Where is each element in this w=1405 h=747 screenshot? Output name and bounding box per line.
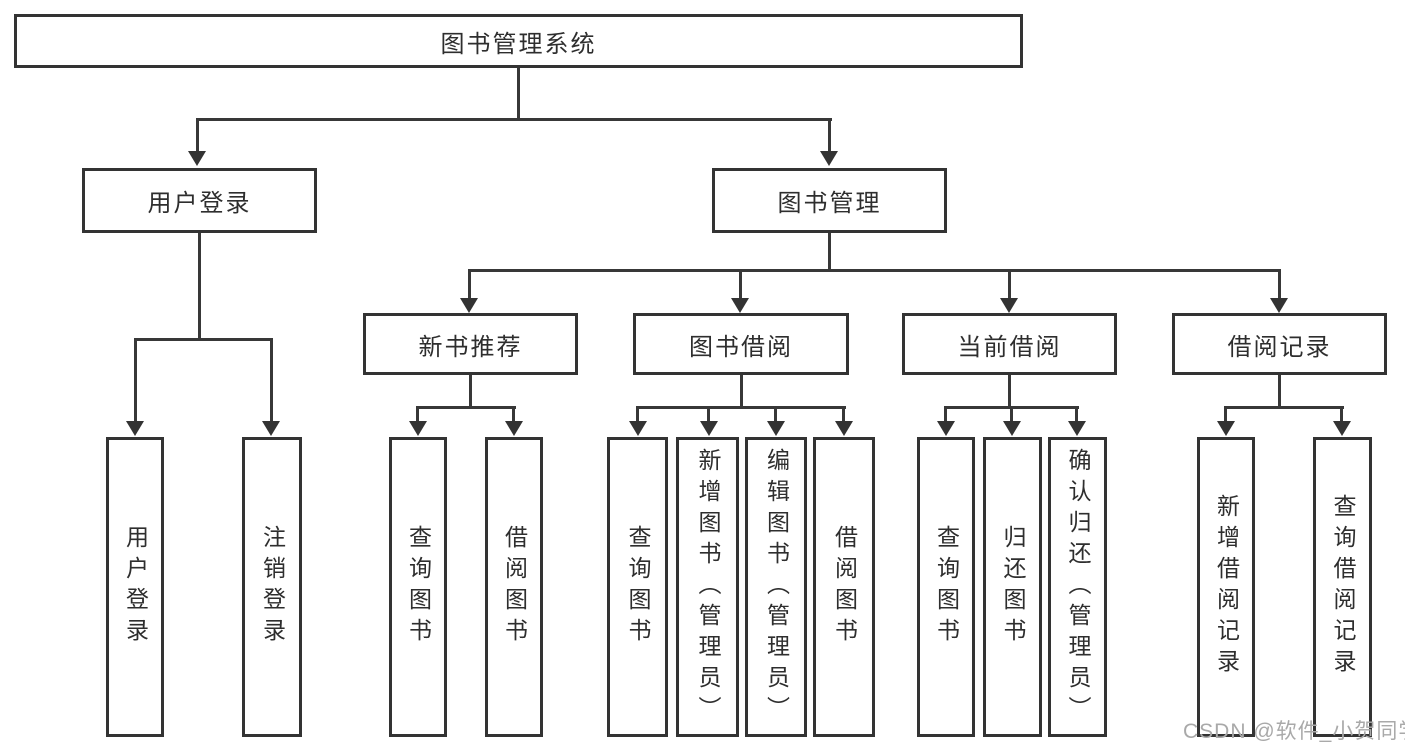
leaf-edit-book-admin: 编辑图书（管理员）	[745, 437, 807, 737]
csdn-watermark: CSDN @软件_小贺同学	[1183, 720, 1405, 743]
connector-line	[636, 406, 846, 409]
arrow-down-icon	[188, 151, 206, 166]
leaf-label: 注销登录	[259, 525, 286, 649]
leaf-query-books-current: 查询图书	[917, 437, 975, 737]
leaf-return-books: 归还图书	[983, 437, 1042, 737]
leaf-label: 查询图书	[405, 525, 432, 649]
connector-line	[739, 272, 742, 299]
arrow-down-icon	[731, 298, 749, 313]
connector-line	[740, 375, 743, 409]
node-book-management: 图书管理	[712, 168, 947, 233]
leaf-label: 编辑图书（管理员）	[763, 447, 790, 727]
node-library-system: 图书管理系统	[14, 14, 1023, 68]
node-label: 图书借阅	[689, 333, 793, 361]
connector-line	[1075, 409, 1078, 422]
leaf-label: 查询借阅记录	[1330, 494, 1356, 680]
arrow-down-icon	[409, 421, 427, 436]
leaf-query-books-borrowing: 查询图书	[607, 437, 668, 737]
leaf-label: 查询图书	[933, 525, 960, 649]
connector-line	[1224, 409, 1227, 422]
connector-line	[842, 409, 845, 422]
leaf-label: 查询图书	[625, 525, 651, 649]
connector-line	[270, 341, 273, 422]
node-label: 新书推荐	[418, 333, 523, 361]
leaf-borrow-books: 借阅图书	[813, 437, 875, 737]
arrow-down-icon	[700, 421, 718, 436]
connector-line	[1008, 375, 1011, 409]
node-label: 当前借阅	[957, 333, 1062, 361]
arrow-down-icon	[1217, 421, 1235, 436]
node-label: 图书管理系统	[440, 30, 597, 58]
connector-line	[416, 406, 516, 409]
leaf-query-books-recommend: 查询图书	[389, 437, 447, 737]
node-label: 图书管理	[777, 190, 882, 217]
connector-line	[1008, 272, 1011, 299]
leaf-user-login: 用户登录	[106, 437, 164, 737]
connector-line	[134, 341, 137, 422]
arrow-down-icon	[262, 421, 280, 436]
connector-line	[1278, 272, 1281, 299]
node-borrow-records: 借阅记录	[1172, 313, 1387, 375]
arrow-down-icon	[1000, 298, 1018, 313]
connector-line	[468, 269, 1281, 272]
connector-line	[416, 409, 419, 422]
arrow-down-icon	[126, 421, 144, 436]
node-user-login: 用户登录	[82, 168, 317, 233]
leaf-query-borrow-record: 查询借阅记录	[1313, 437, 1372, 737]
connector-line	[469, 375, 472, 409]
leaf-label: 借阅图书	[831, 525, 858, 649]
connector-line	[636, 409, 639, 422]
connector-line	[828, 233, 831, 272]
node-label: 用户登录	[147, 190, 252, 217]
connector-line	[196, 121, 199, 152]
leaf-borrow-books-recommend: 借阅图书	[485, 437, 543, 737]
leaf-label: 新增图书（管理员）	[695, 447, 721, 727]
connector-line	[512, 409, 515, 422]
arrow-down-icon	[820, 151, 838, 166]
arrow-down-icon	[460, 298, 478, 313]
leaf-label: 确认归还（管理员）	[1065, 447, 1091, 727]
node-book-borrowing: 图书借阅	[633, 313, 849, 375]
connector-line	[944, 406, 1079, 409]
connector-line	[517, 68, 520, 121]
node-new-book-recommend: 新书推荐	[363, 313, 578, 375]
connector-line	[1278, 375, 1281, 409]
connector-line	[468, 272, 471, 299]
connector-line	[1224, 406, 1344, 409]
connector-line	[944, 409, 947, 422]
connector-line	[1340, 409, 1343, 422]
arrow-down-icon	[629, 421, 647, 436]
arrow-down-icon	[1068, 421, 1086, 436]
leaf-label: 新增借阅记录	[1213, 494, 1240, 680]
arrow-down-icon	[1333, 421, 1351, 436]
connector-line	[134, 338, 273, 341]
arrow-down-icon	[1003, 421, 1021, 436]
connector-line	[707, 409, 710, 422]
arrow-down-icon	[767, 421, 785, 436]
arrow-down-icon	[835, 421, 853, 436]
node-label: 借阅记录	[1227, 333, 1332, 361]
node-current-borrowing: 当前借阅	[902, 313, 1117, 375]
leaf-add-borrow-record: 新增借阅记录	[1197, 437, 1255, 737]
leaf-confirm-return-admin: 确认归还（管理员）	[1048, 437, 1107, 737]
leaf-add-book-admin: 新增图书（管理员）	[676, 437, 739, 737]
arrow-down-icon	[1270, 298, 1288, 313]
connector-line	[774, 409, 777, 422]
connector-line	[828, 121, 831, 152]
arrow-down-icon	[937, 421, 955, 436]
leaf-label: 归还图书	[1000, 525, 1026, 649]
arrow-down-icon	[505, 421, 523, 436]
leaf-label: 借阅图书	[501, 525, 528, 649]
connector-line	[198, 233, 201, 340]
leaf-logout: 注销登录	[242, 437, 302, 737]
connector-line	[1010, 409, 1013, 422]
leaf-label: 用户登录	[122, 525, 149, 649]
connector-line	[196, 118, 832, 121]
